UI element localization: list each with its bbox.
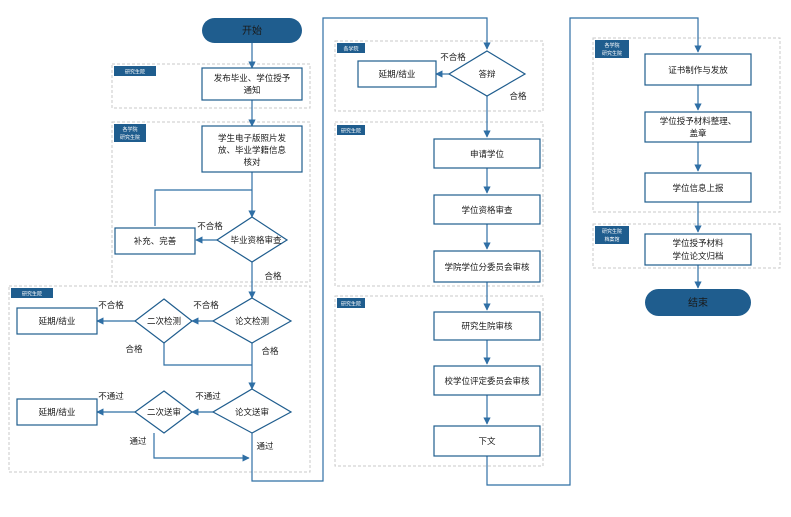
lane-tag-text: 研究生院 <box>120 134 140 141</box>
thesis-check-text: 论文检测 <box>235 316 269 327</box>
apply-text: 申请学位 <box>470 149 505 160</box>
archive-sort-text: 盖章 <box>689 128 707 139</box>
issue-box <box>433 425 541 457</box>
lane-tag-text: 各学院 <box>122 126 137 133</box>
grad-school-box <box>433 311 541 341</box>
lane-tag-text: 研究生院 <box>22 291 42 298</box>
lane-tag-c1c <box>11 288 53 298</box>
committee-box <box>433 365 541 396</box>
edge-label: 不合格 <box>440 52 466 63</box>
defer-text: 延期/结业 <box>39 407 76 418</box>
defer-text: 延期/结业 <box>379 69 416 80</box>
edge-label: 不通过 <box>98 391 124 402</box>
lane-tag-text: 研究生院 <box>341 128 361 135</box>
verify-box <box>201 125 303 173</box>
lane-tag-c2b <box>337 125 365 135</box>
grad-check-text: 毕业资格审查 <box>230 235 282 246</box>
second-check-diamond <box>134 298 193 344</box>
start-terminal <box>202 18 302 43</box>
thesis-check-diamond <box>211 297 293 344</box>
report-text: 学位信息上报 <box>672 183 724 194</box>
end-terminal <box>645 289 751 316</box>
edge-label: 合格 <box>125 344 143 355</box>
defer-text: 延期/结业 <box>39 316 76 327</box>
grad-check-diamond <box>215 216 289 263</box>
lane-tag-c3a <box>595 40 629 58</box>
edge-label: 不合格 <box>193 300 219 311</box>
lane-col2-committee <box>334 295 544 467</box>
apply-box <box>433 138 541 169</box>
start-label: 开始 <box>242 24 262 37</box>
edge-label: 合格 <box>261 346 279 357</box>
edge-label: 通过 <box>129 436 147 447</box>
archive-sort-text: 学位授予材料整理、 <box>660 116 737 127</box>
edge-label: 不通过 <box>195 391 221 402</box>
defer-box-2 <box>16 398 98 426</box>
grad-school-text: 研究生院审核 <box>461 321 513 332</box>
certificate-box <box>644 53 752 86</box>
archive-sort-box <box>644 111 752 143</box>
edge-label: 合格 <box>509 91 527 102</box>
lane-col3-certificate <box>592 37 781 213</box>
lane-col2-defense <box>334 40 544 112</box>
defense-diamond <box>447 50 527 97</box>
supplement-box <box>114 227 196 255</box>
sub-committee-box <box>433 250 541 283</box>
lane-tag-c1a <box>114 66 156 76</box>
notice-text: 通知 <box>243 85 260 96</box>
review-text: 学位资格审查 <box>461 205 513 216</box>
edge-label: 不合格 <box>98 300 124 311</box>
thesis-archive-box <box>644 233 752 266</box>
second-check-text: 二次检测 <box>147 316 181 327</box>
defer-box-1 <box>16 307 98 335</box>
thesis-review-text: 论文送审 <box>235 407 269 418</box>
lane-tag-c2c <box>337 298 365 308</box>
verify-text: 核对 <box>243 157 261 168</box>
sub-committee-text: 学院学位分委员会审核 <box>444 262 530 273</box>
lane-tag-text: 研究生院 <box>602 50 622 57</box>
committee-text: 校学位评定委员会审核 <box>444 376 530 387</box>
lane-col1-notice <box>111 63 311 109</box>
lane-tag-text: 档案馆 <box>604 236 619 243</box>
thesis-archive-text: 学位论文归档 <box>672 251 723 262</box>
supplement-text: 补充、完善 <box>134 236 177 247</box>
verify-text: 学生电子版照片发 <box>218 133 287 144</box>
defer-box-3 <box>357 60 437 88</box>
thesis-review-diamond <box>211 388 293 434</box>
notice-text: 发布毕业、学位授予 <box>214 73 291 84</box>
edge-label: 合格 <box>264 271 282 282</box>
lane-tag-text: 各学院 <box>604 42 619 49</box>
lane-tag-text: 各学院 <box>343 46 358 53</box>
lane-tag-c1b <box>114 124 146 142</box>
review-box <box>433 194 541 225</box>
verify-text: 放、毕业学籍信息 <box>218 145 287 156</box>
lane-col1-verify <box>111 121 311 283</box>
certificate-text: 证书制作与发放 <box>668 65 728 76</box>
issue-text: 下文 <box>478 436 496 447</box>
lane-tag-c3b <box>595 226 629 244</box>
end-label: 结束 <box>688 296 708 309</box>
defense-text: 答辩 <box>478 69 496 80</box>
notice-box <box>201 67 303 101</box>
lane-col2-review <box>334 121 544 287</box>
thesis-archive-text: 学位授予材料 <box>672 238 724 249</box>
report-box <box>644 172 752 203</box>
lane-tag-text: 研究生院 <box>125 69 145 76</box>
lane-col3-archive <box>592 223 781 269</box>
edge-label: 不合格 <box>197 221 223 232</box>
second-review-diamond <box>133 390 193 434</box>
lane-tag-text: 研究生院 <box>602 228 622 235</box>
lane-col1-checks <box>8 285 311 473</box>
lane-tag-text: 研究生院 <box>341 301 361 308</box>
edge-label: 通过 <box>256 441 274 452</box>
second-review-text: 二次送审 <box>147 407 181 418</box>
lane-tag-c2a <box>337 43 365 53</box>
